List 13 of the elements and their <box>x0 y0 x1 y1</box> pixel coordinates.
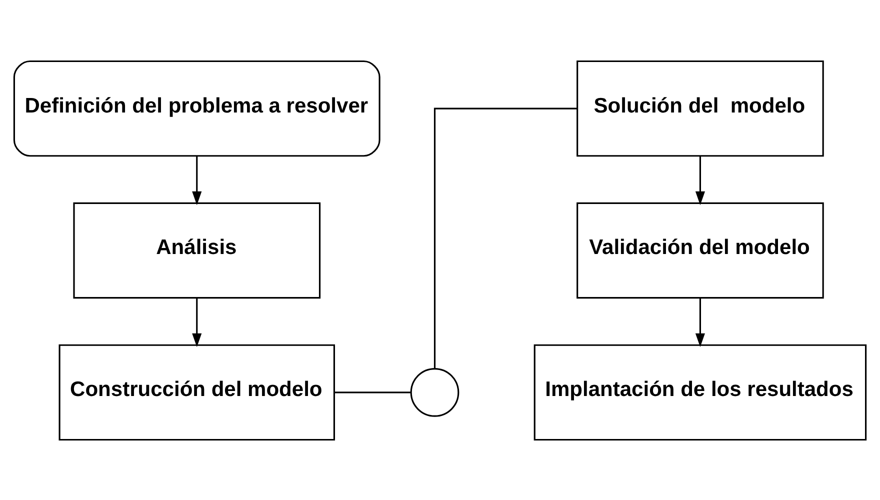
connector <box>334 391 411 393</box>
arrow <box>695 298 705 347</box>
node-box: Análisis <box>73 202 321 298</box>
arrow <box>192 156 202 205</box>
node-circle <box>410 367 460 416</box>
node-box: Implantación de los resultados <box>534 344 867 440</box>
node-box: Definición del problema a resolver <box>13 60 380 156</box>
arrow <box>695 156 705 205</box>
arrow <box>192 298 202 347</box>
node-box: Solución del modelo <box>576 60 824 156</box>
connector <box>434 107 578 368</box>
node-box: Validación del modelo <box>576 202 824 298</box>
node-box: Construcción del modelo <box>58 344 335 440</box>
